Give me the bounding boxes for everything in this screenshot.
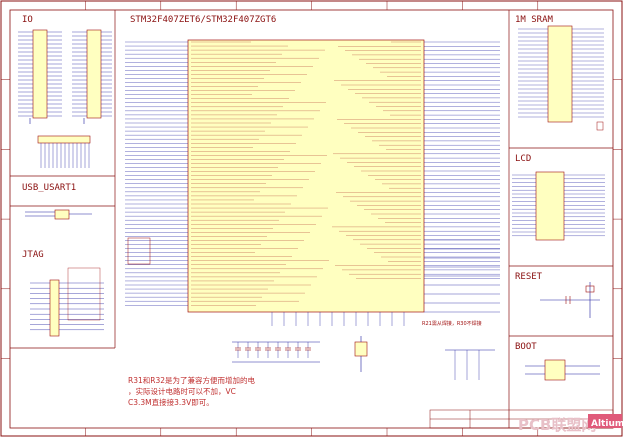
mcu-chip <box>125 39 500 326</box>
io-section-title: IO <box>22 15 33 25</box>
jtag-connector <box>30 267 104 337</box>
section-dividers <box>10 10 613 428</box>
mcu-title: STM32F407ZET6/STM32F407ZGT6 <box>130 15 276 25</box>
usb-usart1-circuit <box>25 209 92 220</box>
boot-circuit <box>525 359 600 381</box>
usb-usart1-section-title: USB_USART1 <box>22 183 76 193</box>
lcd-connector <box>512 171 605 241</box>
sram-chip <box>518 25 604 131</box>
io-headers <box>18 29 112 124</box>
reset-section-title: RESET <box>515 272 543 282</box>
crystal-box <box>127 237 151 265</box>
vreg-note: R21需从焊接，R30不焊接 <box>422 320 482 327</box>
note-line-3: C3.3M直接接3.3V即可。 <box>128 397 214 407</box>
jtag-section-title: JTAG <box>22 250 44 260</box>
lcd-section-title: LCD <box>515 154 531 164</box>
mcu-power-network: R21需从焊接，R30不焊接 <box>127 237 500 380</box>
pcb-watermark: PCB联盟网 Altium <box>518 414 623 434</box>
note-line-2: ，实际设计电路时可以不加，VC <box>128 386 236 396</box>
watermark-text: PCB联盟网 <box>518 416 596 434</box>
boot-section-title: BOOT <box>515 342 537 352</box>
note-line-1: R31和R32是为了兼容方便而增加的电 <box>128 375 256 385</box>
io-pin-strip <box>37 135 91 168</box>
watermark-badge: Altium <box>591 419 623 429</box>
reset-circuit <box>540 282 600 318</box>
sram-section-title: 1M SRAM <box>515 15 554 25</box>
